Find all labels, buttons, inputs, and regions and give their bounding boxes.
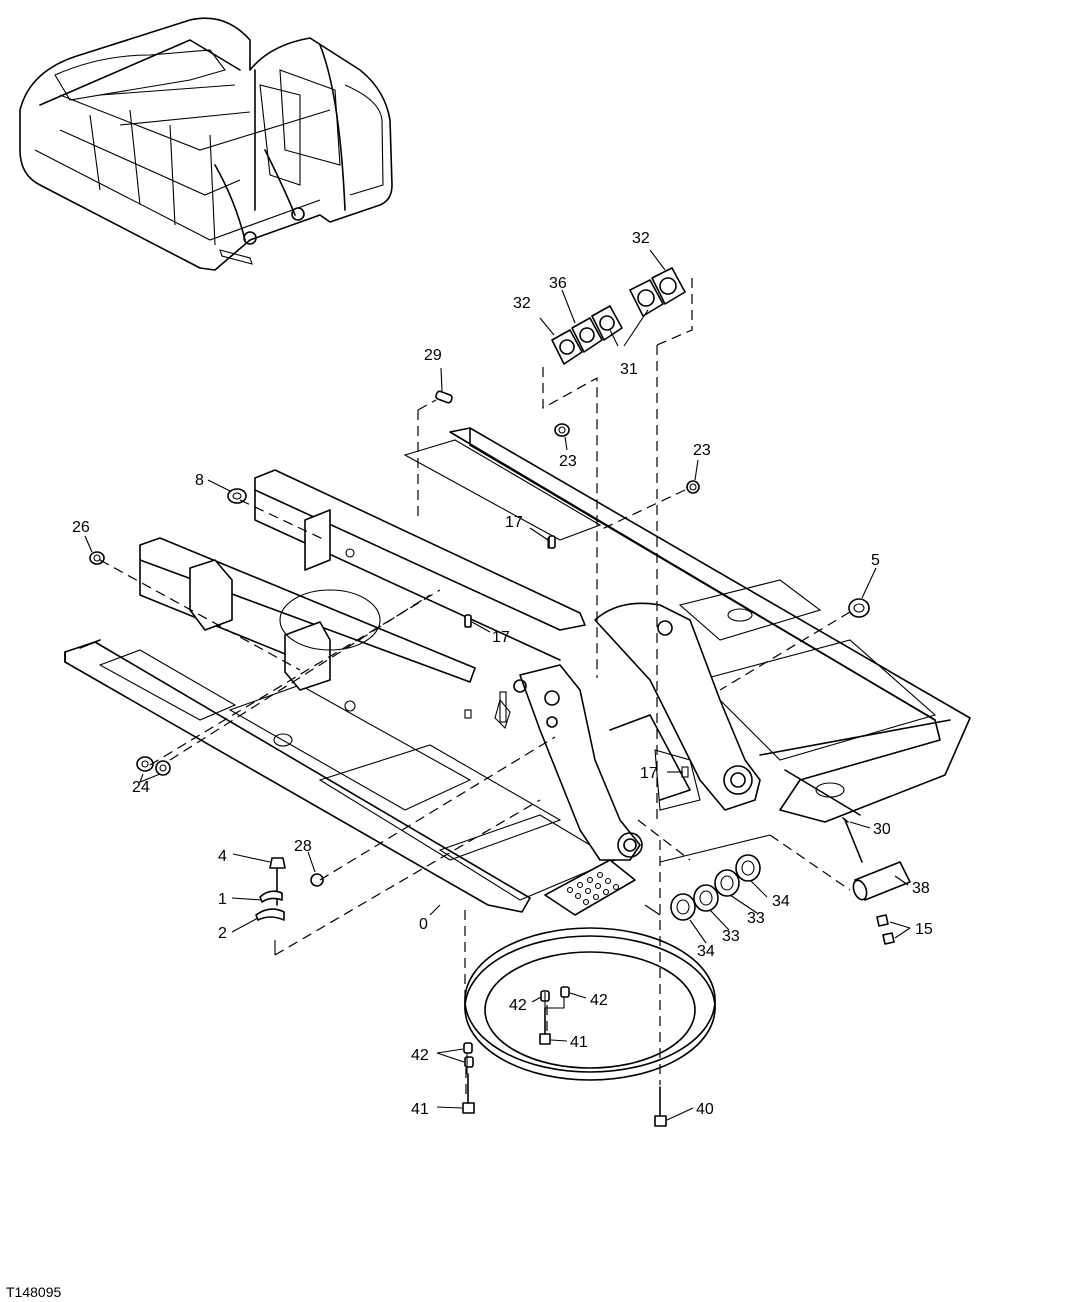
alignment-lines xyxy=(99,278,851,1100)
callout-5: 5 xyxy=(871,552,880,569)
callout-34-left: 34 xyxy=(697,943,715,960)
machine-inset-illustration xyxy=(19,17,393,271)
callout-33-right: 33 xyxy=(747,910,765,927)
callout-labels: 29 32 36 32 31 23 23 8 26 17 17 5 17 24 … xyxy=(72,230,933,1118)
callout-31: 31 xyxy=(620,361,638,378)
callout-17-middle: 17 xyxy=(492,629,510,646)
callout-0: 0 xyxy=(419,916,428,933)
callout-30: 30 xyxy=(873,821,891,838)
callout-28: 28 xyxy=(294,838,312,855)
callout-17-right: 17 xyxy=(640,765,658,782)
leader-lines xyxy=(84,249,911,1121)
callout-42-left: 42 xyxy=(509,997,527,1014)
callout-33-left: 33 xyxy=(722,928,740,945)
loose-parts xyxy=(89,390,911,1127)
callout-40: 40 xyxy=(696,1101,714,1118)
callout-17-top: 17 xyxy=(505,514,523,531)
callout-32-left: 32 xyxy=(513,295,531,312)
callout-32-right: 32 xyxy=(632,230,650,247)
callout-42-right: 42 xyxy=(590,992,608,1009)
callout-8: 8 xyxy=(195,472,204,489)
callout-42-lower: 42 xyxy=(411,1047,429,1064)
callout-1: 1 xyxy=(218,891,227,908)
step-plate-holes xyxy=(566,871,620,906)
callout-41-upper: 41 xyxy=(570,1034,588,1051)
callout-41-lower: 41 xyxy=(411,1101,429,1118)
callout-36: 36 xyxy=(549,275,567,292)
callout-26: 26 xyxy=(72,519,90,536)
callout-29: 29 xyxy=(424,347,442,364)
callout-34-right: 34 xyxy=(772,893,790,910)
main-frame xyxy=(64,427,971,916)
callout-4: 4 xyxy=(218,848,227,865)
callout-23-center: 23 xyxy=(559,453,577,470)
callout-23-right: 23 xyxy=(693,442,711,459)
shim-group xyxy=(551,267,686,365)
callout-15: 15 xyxy=(915,921,933,938)
callout-24: 24 xyxy=(132,779,150,796)
callout-38: 38 xyxy=(912,880,930,897)
callout-2: 2 xyxy=(218,925,227,942)
figure-id: T148095 xyxy=(6,1284,62,1300)
